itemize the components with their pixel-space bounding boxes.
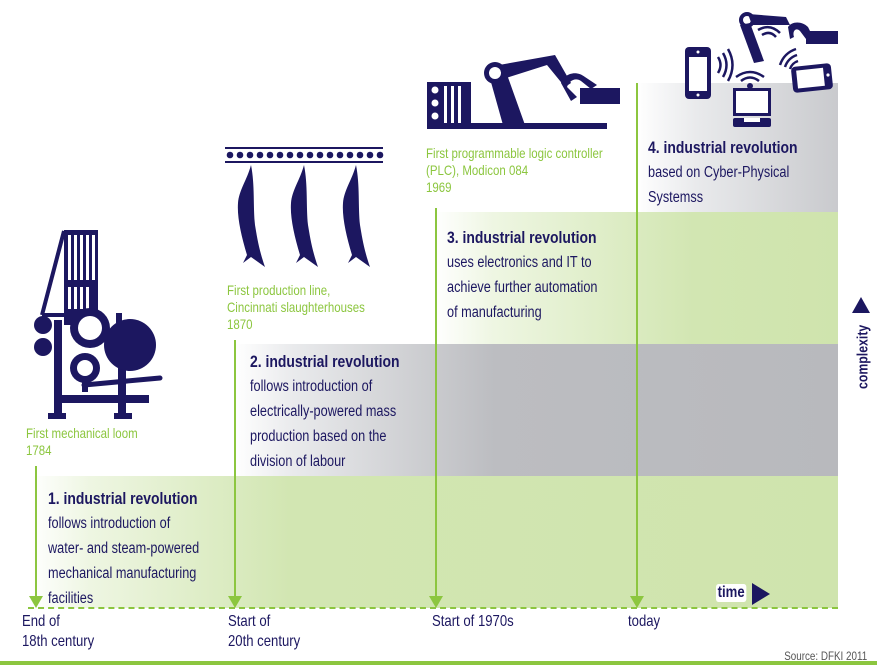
source-credit: Source: DFKI 2011: [784, 649, 867, 663]
revolution-line: uses electronics and IT to: [447, 254, 592, 271]
production-line-icon: [225, 147, 384, 267]
revolution-line: production based on the: [250, 428, 387, 445]
band-revolution-1: [30, 476, 838, 608]
caption-year: 1870: [227, 316, 253, 332]
revolution-line: division of labour: [250, 453, 346, 470]
complexity-axis-label: complexity: [854, 324, 872, 389]
revolution-3-text: 3. industrial revolution uses electronic…: [447, 225, 597, 325]
revolution-4-text: 4. industrial revolution based on Cyber-…: [648, 135, 797, 210]
revolution-line: of manufacturing: [447, 304, 542, 321]
tick-line: 18th century: [22, 633, 95, 650]
timeline-marker-line-4: [636, 83, 638, 598]
caption-line: (PLC), Modicon 084: [426, 162, 529, 178]
revolution-1-text: 1. industrial revolution follows introdu…: [48, 486, 199, 611]
timeline-arrow-4: [630, 596, 644, 608]
conveyor-dots: [226, 151, 384, 159]
revolution-title: 3. industrial revolution: [447, 228, 597, 247]
tick-line: Start of: [228, 613, 271, 630]
revolution-line: follows introduction of: [48, 515, 171, 532]
revolution-line: water- and steam-powered: [48, 540, 200, 557]
tick-label-1: End of 18th century: [22, 612, 94, 652]
revolution-line: facilities: [48, 590, 94, 607]
revolution-title: 2. industrial revolution: [250, 352, 400, 371]
time-axis-baseline: [28, 607, 838, 609]
time-arrow-icon: [752, 583, 770, 605]
timeline-arrow-3: [429, 596, 443, 608]
revolution-line: achieve further automation: [447, 279, 598, 296]
timeline-marker-line-3: [435, 208, 437, 598]
tick-label-2: Start of 20th century: [228, 612, 300, 652]
tick-line: End of: [22, 613, 60, 630]
caption-year: 1969: [426, 179, 452, 195]
revolution-line: based on Cyber-Physical: [648, 164, 790, 181]
timeline-arrow-1: [29, 596, 43, 608]
bottom-rule: [0, 661, 877, 665]
loom-icon: [34, 230, 163, 419]
plc-robot-arm-icon: [427, 55, 620, 129]
revolution-title: 1. industrial revolution: [48, 489, 198, 508]
caption-line: First programmable logic controller: [426, 145, 603, 161]
revolution-line: electrically-powered mass: [250, 403, 397, 420]
timeline-marker-line-1: [35, 466, 37, 598]
band-revolution-2: [234, 344, 838, 476]
milestone-caption-plc: First programmable logic controller (PLC…: [426, 145, 603, 196]
time-axis-label: time: [716, 584, 747, 602]
milestone-caption-loom: First mechanical loom 1784: [26, 425, 138, 459]
tick-label-4: today: [628, 612, 660, 632]
caption-year: 1784: [26, 442, 52, 458]
revolution-title: 4. industrial revolution: [648, 138, 798, 157]
revolution-line: follows introduction of: [250, 378, 373, 395]
timeline-arrow-2: [228, 596, 242, 608]
revolution-line: mechanical manufacturing: [48, 565, 197, 582]
timeline-marker-line-2: [234, 340, 236, 598]
revolution-line: Systemss: [648, 189, 704, 206]
tick-line: Start of 1970s: [432, 613, 514, 630]
milestone-caption-production-line: First production line, Cincinnati slaugh…: [227, 282, 365, 333]
revolution-2-text: 2. industrial revolution follows introdu…: [250, 349, 399, 474]
complexity-arrow-icon: [852, 297, 870, 313]
cyber-physical-devices-icon: [685, 12, 838, 127]
caption-line: Cincinnati slaughterhouses: [227, 299, 365, 315]
tick-line: 20th century: [228, 633, 301, 650]
tick-label-3: Start of 1970s: [432, 612, 514, 632]
caption-line: First mechanical loom: [26, 425, 138, 441]
tick-line: today: [628, 613, 661, 630]
caption-line: First production line,: [227, 282, 331, 298]
